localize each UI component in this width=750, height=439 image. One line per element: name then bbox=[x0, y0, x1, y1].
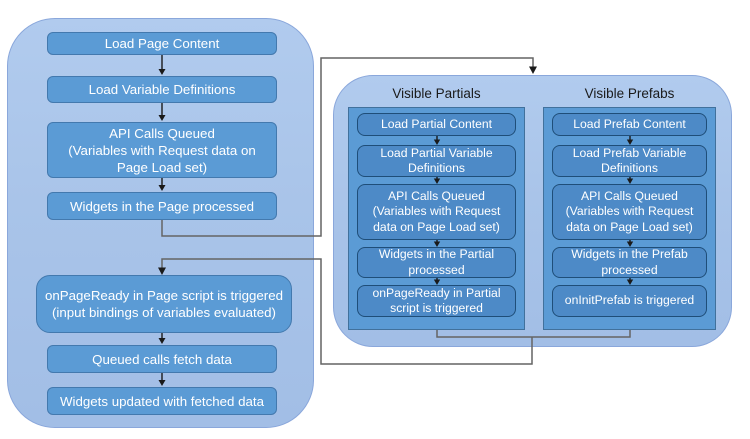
node-partial-api-calls-queued: API Calls Queued (Variables with Request… bbox=[357, 184, 516, 240]
node-oninitprefab-triggered: onInitPrefab is triggered bbox=[552, 285, 707, 317]
node-load-variable-definitions: Load Variable Definitions bbox=[47, 76, 277, 103]
node-widgets-updated-fetched-data: Widgets updated with fetched data bbox=[47, 387, 277, 415]
node-prefab-api-calls-queued: API Calls Queued (Variables with Request… bbox=[552, 184, 707, 240]
node-load-page-content: Load Page Content bbox=[47, 32, 277, 55]
node-widgets-in-page-processed: Widgets in the Page processed bbox=[47, 192, 277, 220]
node-queued-calls-fetch-data: Queued calls fetch data bbox=[47, 345, 277, 373]
node-load-prefab-variable-definitions: Load Prefab Variable Definitions bbox=[552, 145, 707, 177]
node-api-calls-queued: API Calls Queued (Variables with Request… bbox=[47, 122, 277, 178]
arrowhead-into-right-container bbox=[529, 66, 537, 74]
visible-partials-header: Visible Partials bbox=[392, 86, 481, 101]
node-load-partial-variable-definitions: Load Partial Variable Definitions bbox=[357, 145, 516, 177]
visible-prefabs-header: Visible Prefabs bbox=[584, 86, 675, 101]
node-onpageready-page-script: onPageReady in Page script is triggered … bbox=[36, 275, 292, 333]
node-load-prefab-content: Load Prefab Content bbox=[552, 113, 707, 136]
node-widgets-in-prefab-processed: Widgets in the Prefab processed bbox=[552, 247, 707, 278]
node-load-partial-content: Load Partial Content bbox=[357, 113, 516, 136]
node-onpageready-partial-script: onPageReady in Partial script is trigger… bbox=[357, 285, 516, 317]
node-widgets-in-partial-processed: Widgets in the Partial processed bbox=[357, 247, 516, 278]
